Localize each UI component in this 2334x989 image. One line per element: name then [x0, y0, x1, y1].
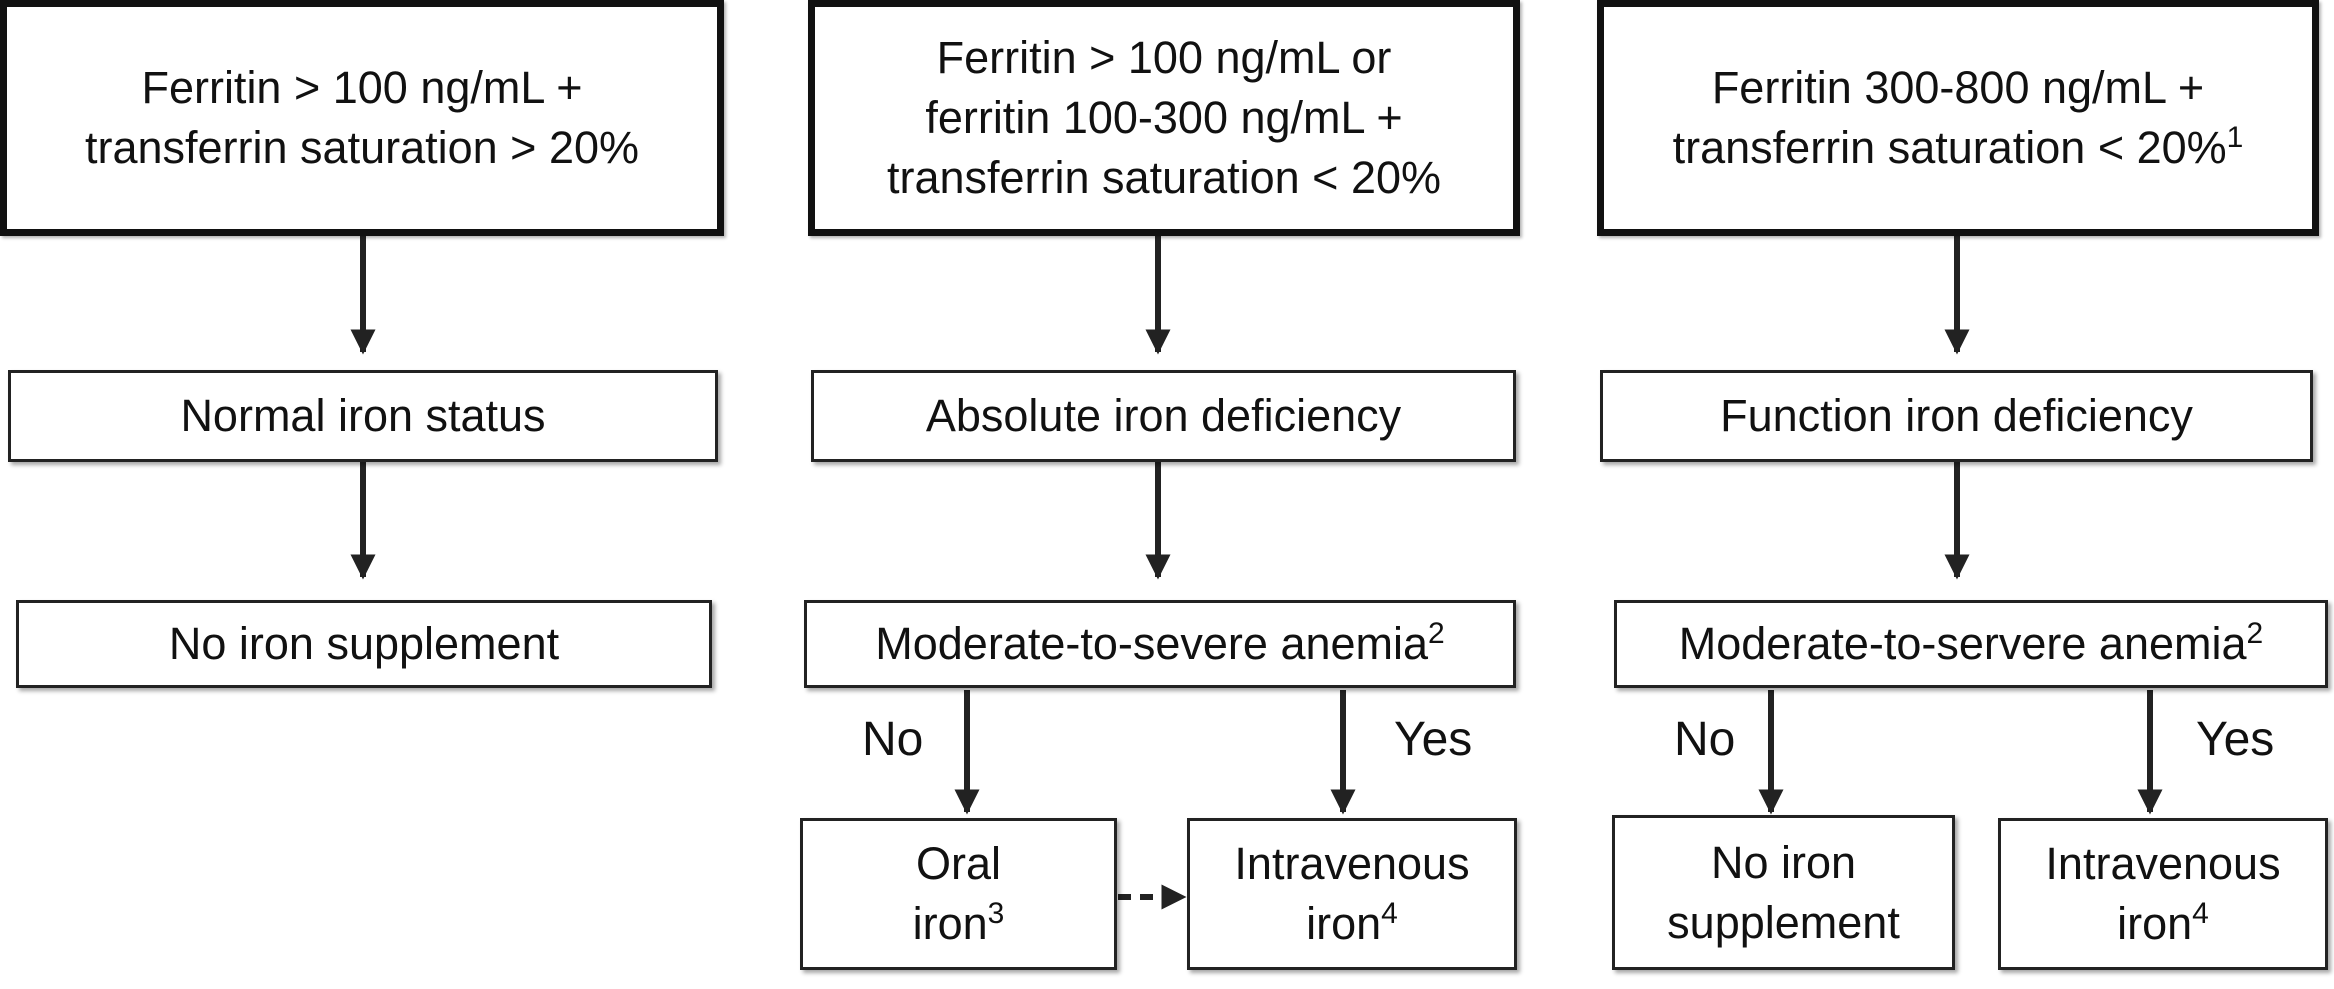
status-text-3: Function iron deficiency [1720, 390, 2193, 442]
anemia-footnote-3: 2 [2246, 617, 2264, 651]
branch-yes-label-2: Yes [1394, 713, 1473, 766]
status-box-2: Absolute iron deficiency [811, 370, 1516, 462]
status-box-1: Normal iron status [8, 370, 718, 462]
outcome-text-1: No iron supplement [168, 618, 560, 670]
oral-iron-box: Oral iron3 [800, 818, 1117, 970]
iv-iron-box-2: Intravenous iron4 [1187, 818, 1517, 970]
iv-iron-text-2: Intravenous iron [1234, 838, 1470, 949]
criteria-box-1: Ferritin > 100 ng/mL + transferrin satur… [0, 0, 724, 236]
iv-iron-box-3: Intravenous iron4 [1998, 818, 2328, 970]
anemia-text-2: Moderate-to-severe anemia [875, 618, 1429, 670]
status-text-2: Absolute iron deficiency [925, 390, 1402, 442]
criteria-text-1: Ferritin > 100 ng/mL + transferrin satur… [84, 62, 640, 173]
anemia-footnote-2: 2 [1428, 617, 1445, 651]
branch-no-label-2: No [862, 713, 924, 766]
no-supplement-text-3: No iron supplement [1667, 836, 1900, 948]
branch-no-label-3: No [1674, 713, 1736, 766]
no-supplement-box-3: No iron supplement [1612, 815, 1955, 970]
iv-iron-text-3: Intravenous iron [2045, 838, 2281, 949]
anemia-box-3: Moderate-to-servere anemia2 [1614, 600, 2328, 688]
iv-iron-footnote-2: 4 [1381, 897, 1398, 930]
anemia-box-2: Moderate-to-severe anemia2 [804, 600, 1516, 688]
criteria-text-3: Ferritin 300-800 ng/mL + transferrin sat… [1672, 62, 2227, 173]
anemia-text-3: Moderate-to-servere anemia [1678, 618, 2247, 670]
iv-iron-footnote-3: 4 [2192, 897, 2209, 930]
criteria-box-2: Ferritin > 100 ng/mL or ferritin 100-300… [808, 0, 1520, 236]
criteria-text-2: Ferritin > 100 ng/mL or ferritin 100-300… [886, 32, 1442, 203]
criteria-footnote-3: 1 [2226, 121, 2244, 154]
status-box-3: Function iron deficiency [1600, 370, 2313, 462]
branch-yes-label-3: Yes [2196, 713, 2275, 766]
outcome-box-1: No iron supplement [16, 600, 712, 688]
oral-iron-footnote: 3 [987, 897, 1005, 930]
oral-iron-text: Oral iron [912, 838, 1001, 949]
status-text-1: Normal iron status [180, 390, 546, 442]
criteria-box-3: Ferritin 300-800 ng/mL + transferrin sat… [1597, 0, 2319, 236]
